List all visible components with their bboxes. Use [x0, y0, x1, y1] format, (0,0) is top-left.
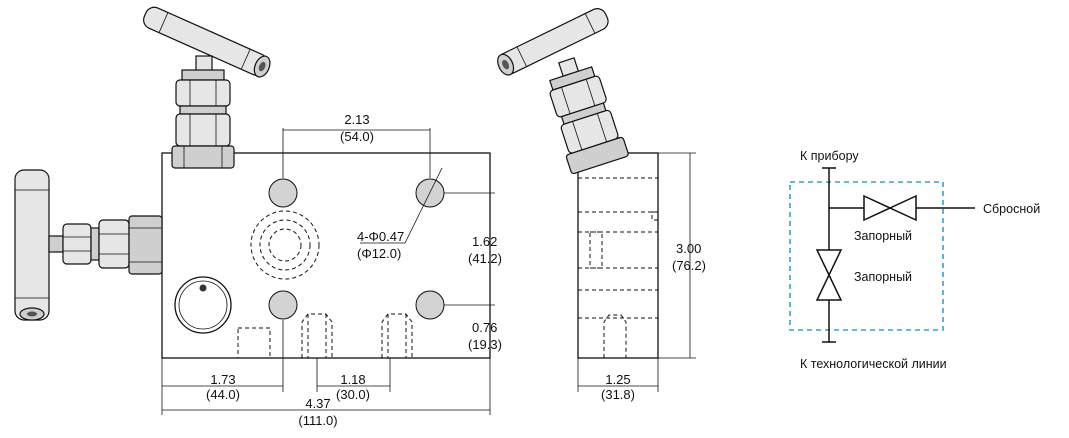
- dim-total-width-mm: (111.0): [298, 413, 337, 428]
- dim-vert-spacing-mm: (41.2): [468, 251, 502, 266]
- front-knob: [174, 276, 232, 334]
- dim-left-offset-mm: (44.0): [206, 387, 240, 402]
- label-block-valve: Запорный: [854, 270, 912, 284]
- hidden-port-outer: [250, 210, 320, 280]
- vent-valve-symbol: [863, 194, 917, 222]
- dim-side-width-mm: (31.8): [601, 387, 635, 402]
- dim-height-mm: (76.2): [672, 258, 706, 273]
- dim-horizontal: 1.73 (44.0) 1.18 (30.0) 4.37 (111.0): [161, 320, 491, 428]
- dim-port-spacing-in: 1.18: [340, 372, 365, 387]
- mounting-hole-1: [268, 178, 298, 208]
- dim-port-spacing-mm: (30.0): [336, 387, 370, 402]
- mounting-hole-3: [268, 290, 298, 320]
- dim-height-in: 3.00: [676, 241, 701, 256]
- mounting-hole-4: [415, 290, 445, 320]
- dim-left-offset-in: 1.73: [210, 372, 235, 387]
- dim-total-width-in: 4.37: [305, 396, 330, 411]
- label-to-instrument: К прибору: [800, 149, 859, 163]
- front-view: 2.13 (54.0) 4-Φ0.47 (Φ12.0) 1.62 (41.2) …: [14, 6, 502, 428]
- dim-bottom-offset-in: 0.76: [472, 320, 497, 335]
- top-valve-handle: [143, 6, 271, 169]
- label-vent: Сбросной: [983, 202, 1040, 216]
- dim-bottom-offset-mm: (19.3): [468, 337, 502, 352]
- side-view: 3.00 (76.2) 1.25 (31.8): [497, 8, 706, 402]
- dim-vert-spacing-in: 1.62: [472, 234, 497, 249]
- dim-hole-spacing: 2.13 (54.0): [282, 112, 431, 178]
- dim-hole-callout-mm: (Φ12.0): [357, 246, 401, 261]
- dim-hole-callout: 4-Φ0.47 (Φ12.0): [357, 167, 443, 261]
- block-valve-symbol: [815, 249, 843, 301]
- dim-hole-spacing-in: 2.13: [344, 112, 369, 127]
- valve-schematic: К прибору Сбросной Запорный Запорный К т…: [789, 149, 1040, 371]
- side-valve-handle: [14, 169, 163, 321]
- side-dims: 3.00 (76.2) 1.25 (31.8): [577, 152, 706, 402]
- label-vent-valve: Запорный: [854, 229, 912, 243]
- side-view-valve-handle: [497, 8, 629, 175]
- side-view-hidden-lines: [578, 177, 659, 358]
- dim-vertical: 1.62 (41.2) 0.76 (19.3): [444, 192, 502, 358]
- schematic-dashed-box: [789, 181, 944, 331]
- dim-side-width-in: 1.25: [605, 372, 630, 387]
- dim-hole-callout-in: 4-Φ0.47: [357, 229, 404, 244]
- dim-hole-spacing-mm: (54.0): [340, 129, 374, 144]
- hidden-bottom-ports: [237, 313, 413, 359]
- label-to-process-line: К технологической линии: [800, 357, 947, 371]
